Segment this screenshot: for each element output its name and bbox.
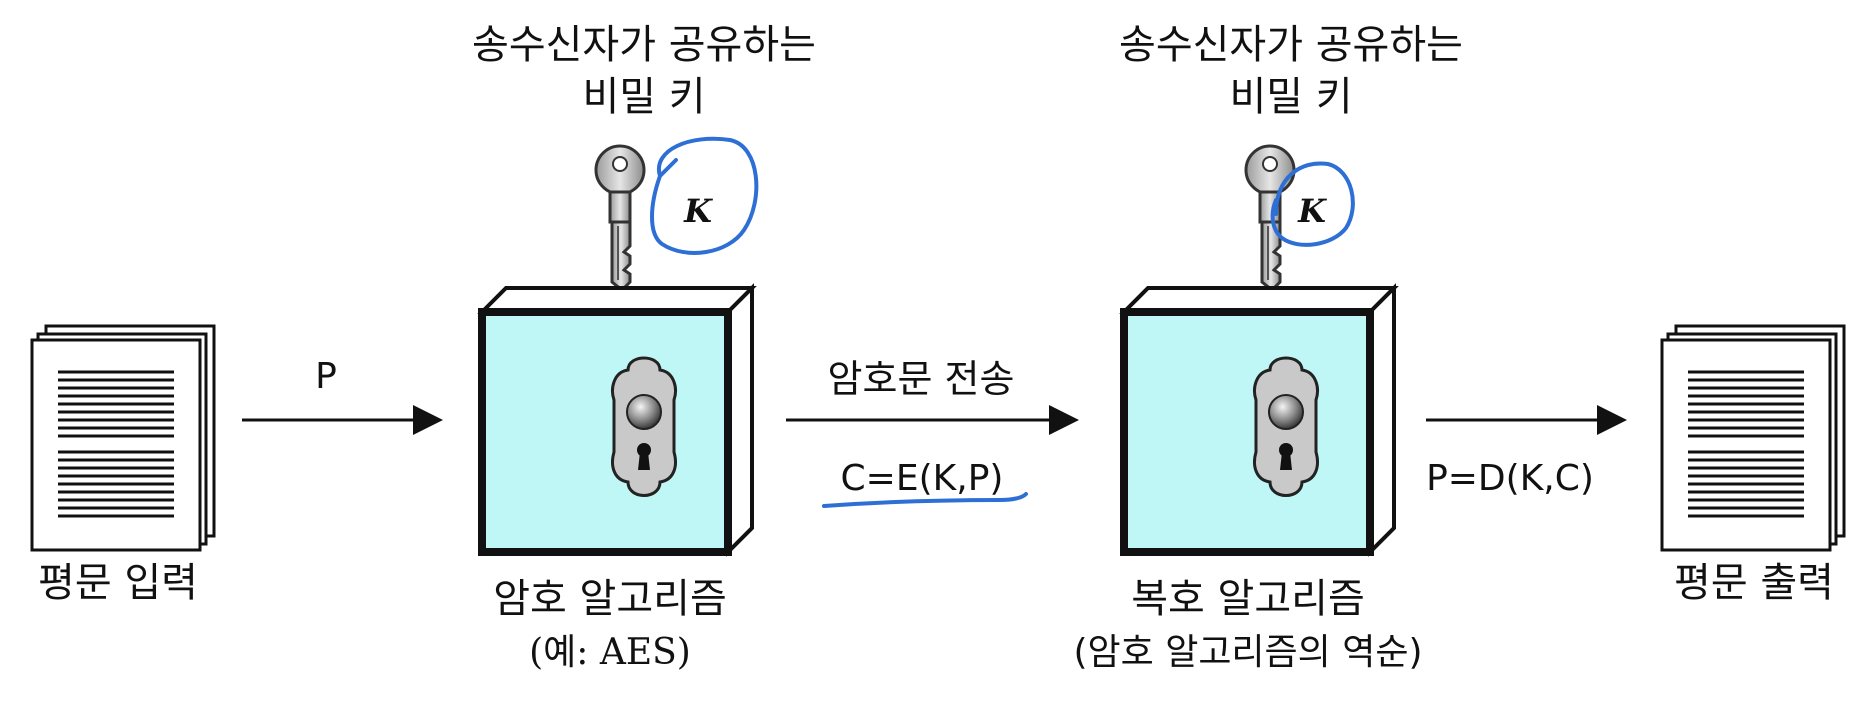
keyhole-lock-icon bbox=[1124, 288, 1394, 552]
right-key-annotation-circle bbox=[1270, 161, 1355, 247]
plaintext-output-label: 평문 출력 bbox=[1674, 560, 1834, 606]
decrypt-box-label-line1: 복호 알고리즘 bbox=[1131, 576, 1365, 622]
ciphertext-underline-annotation bbox=[822, 492, 1028, 508]
transmit-label-bottom: C=E(K,P) bbox=[841, 458, 1004, 499]
left-key-label-line2: 비밀 키 bbox=[582, 74, 705, 120]
left-key-letter: K bbox=[683, 192, 713, 230]
keyhole-lock-icon bbox=[482, 288, 752, 552]
document-icon bbox=[30, 324, 216, 552]
decrypt-box-label-line2: (암호 알고리즘의 역순) bbox=[1073, 632, 1422, 673]
left-key-label-line1: 송수신자가 공유하는 bbox=[472, 22, 816, 68]
encrypt-box-label-line1: 암호 알고리즘 bbox=[493, 576, 727, 622]
encrypt-box-label-line2: (예: AES) bbox=[529, 632, 691, 673]
arrow-out-label: P=D(K,C) bbox=[1426, 458, 1594, 499]
arrow-p-label: P bbox=[315, 356, 337, 397]
plaintext-input-label: 평문 입력 bbox=[38, 560, 198, 606]
key-icon bbox=[594, 144, 646, 292]
left-key-annotation-circle bbox=[650, 136, 759, 255]
right-key-label-line2: 비밀 키 bbox=[1229, 74, 1352, 120]
key-icon bbox=[1244, 144, 1296, 292]
right-key-letter: K bbox=[1297, 192, 1327, 230]
right-key-label-line1: 송수신자가 공유하는 bbox=[1119, 22, 1463, 68]
transmit-label-top: 암호문 전송 bbox=[828, 357, 1015, 401]
document-icon bbox=[1660, 324, 1846, 552]
